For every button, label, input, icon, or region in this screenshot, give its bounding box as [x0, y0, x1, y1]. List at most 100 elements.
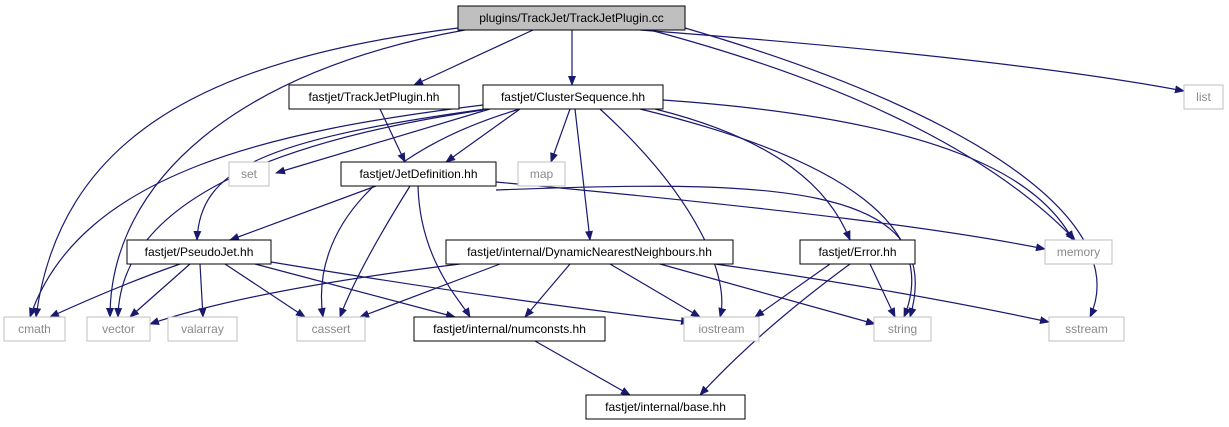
node-label-string: string [888, 322, 917, 336]
node-box-vector [86, 316, 151, 342]
edge-cs-cmath [29, 104, 484, 318]
node-label-dnn: fastjet/internal/DynamicNearestNeighbour… [467, 245, 712, 259]
edge-cs-cassert [317, 108, 521, 318]
edge-cs-err [654, 108, 851, 241]
node-sstream: sstream [1048, 316, 1125, 342]
edges-layer [29, 27, 1185, 396]
edge-pj-cassert [224, 263, 306, 318]
edge-jd-cassert [339, 185, 411, 318]
node-label-err: fastjet/Error.hh [818, 245, 896, 259]
node-label-root: plugins/TrackJet/TrackJetPlugin.cc [479, 11, 664, 25]
node-cassert: cassert [296, 316, 366, 342]
edge-pj-vector [129, 263, 191, 318]
edge-root-tjp [413, 29, 534, 86]
node-box-valarray [167, 316, 238, 342]
node-label-sstream: sstream [1065, 322, 1108, 336]
node-cmath: cmath [3, 316, 66, 342]
node-root[interactable]: plugins/TrackJet/TrackJetPlugin.cc [457, 5, 686, 31]
node-box-tjp [288, 84, 460, 110]
edge-dnn-vector [149, 263, 461, 325]
node-box-iostream [683, 316, 760, 342]
node-iostream: iostream [683, 316, 760, 342]
node-box-sstream [1048, 316, 1125, 342]
edge-jd-memory [495, 181, 1046, 252]
node-vector: vector [86, 316, 151, 342]
edge-dnn-sstream [714, 263, 1050, 325]
node-label-tjp: fastjet/TrackJetPlugin.hh [309, 90, 440, 104]
edge-root-memory [649, 29, 1076, 241]
edge-pj-numconsts [254, 263, 456, 319]
edge-err-iostream [754, 263, 831, 318]
node-pj[interactable]: fastjet/PseudoJet.hh [126, 239, 272, 265]
node-box-numconsts [413, 316, 606, 342]
node-dnn[interactable]: fastjet/internal/DynamicNearestNeighbour… [445, 239, 734, 265]
node-box-err [799, 239, 916, 265]
node-box-jd [340, 161, 497, 187]
node-label-cs: fastjet/ClusterSequence.hh [501, 90, 645, 104]
edge-cs-jd [445, 108, 521, 163]
node-label-pj: fastjet/PseudoJet.hh [145, 245, 254, 259]
node-label-cassert: cassert [312, 322, 351, 336]
edge-cs-map [550, 108, 571, 163]
edge-jd-string [495, 185, 917, 318]
node-string: string [873, 316, 932, 342]
node-valarray: valarray [167, 316, 238, 342]
node-box-string [873, 316, 932, 342]
node-box-cassert [296, 316, 366, 342]
node-label-valarray: valarray [181, 322, 224, 336]
node-label-base: fastjet/internal/base.hh [605, 400, 726, 414]
nodes-layer: plugins/TrackJet/TrackJetPlugin.cc fastje… [3, 5, 1224, 420]
node-box-list [1183, 84, 1224, 110]
edge-dnn-numconsts [524, 263, 571, 318]
edge-root-list [639, 29, 1185, 94]
node-base[interactable]: fastjet/internal/base.hh [585, 394, 746, 420]
edge-root-cmath [33, 27, 459, 318]
edge-dnn-cassert [359, 263, 501, 318]
edge-cs-memory [662, 99, 1074, 241]
node-tjp[interactable]: fastjet/TrackJetPlugin.hh [288, 84, 460, 110]
edge-jd-numconsts [417, 185, 471, 318]
node-cs[interactable]: fastjet/ClusterSequence.hh [482, 84, 664, 110]
node-map: map [517, 161, 566, 187]
node-set: set [228, 161, 270, 187]
node-box-cs [482, 84, 664, 110]
edge-err-base [699, 263, 851, 396]
node-label-list: list [1196, 90, 1211, 104]
edge-root-vector [106, 29, 466, 318]
node-err[interactable]: fastjet/Error.hh [799, 239, 916, 265]
node-list: list [1183, 84, 1224, 110]
node-label-map: map [530, 167, 554, 181]
edge-numconsts-base [534, 340, 631, 396]
node-label-numconsts: fastjet/internal/numconsts.hh [433, 322, 586, 336]
edge-dnn-iostream [609, 263, 701, 318]
node-label-jd: fastjet/JetDefinition.hh [359, 167, 477, 181]
node-label-set: set [241, 167, 258, 181]
node-box-map [517, 161, 566, 187]
edge-cs-string [639, 108, 913, 318]
edge-pj-cmath [49, 263, 181, 318]
node-box-dnn [445, 239, 734, 265]
node-label-memory: memory [1057, 245, 1100, 259]
edge-cs-set [275, 108, 491, 175]
node-box-cmath [3, 316, 66, 342]
edge-tjp-jd [379, 108, 406, 163]
node-label-iostream: iostream [698, 322, 744, 336]
node-numconsts[interactable]: fastjet/internal/numconsts.hh [413, 316, 606, 342]
edge-cs-vector [114, 109, 484, 318]
edge-pj-iostream [270, 261, 691, 325]
node-box-memory [1044, 239, 1113, 265]
node-box-root [457, 5, 686, 31]
node-jd[interactable]: fastjet/JetDefinition.hh [340, 161, 497, 187]
edge-root-sstream [684, 27, 1098, 318]
edge-jd-pj [229, 185, 377, 241]
node-box-base [585, 394, 746, 420]
node-box-set [228, 161, 270, 187]
node-label-cmath: cmath [18, 322, 51, 336]
node-label-vector: vector [102, 322, 135, 336]
edge-dnn-string [659, 263, 876, 326]
node-box-pj [126, 239, 272, 265]
edge-cs-pj [193, 108, 487, 241]
edge-cs-dnn [574, 108, 593, 241]
edge-cs-iostream [599, 108, 727, 318]
